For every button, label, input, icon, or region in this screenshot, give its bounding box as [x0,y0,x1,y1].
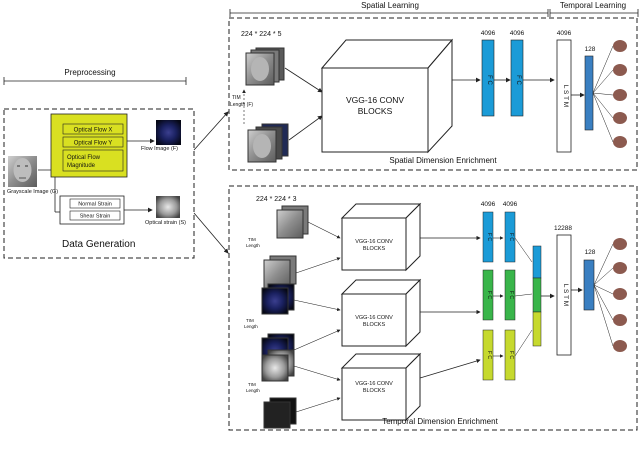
temporal-output-nodes [593,238,627,352]
optical-strain-image [156,196,180,218]
temporal-vgg-label-2b: BLOCKS [363,322,386,328]
section-headers: Spatial Learning Temporal Learning Prepr… [3,1,639,85]
temporal-output-node [613,314,627,326]
spatial-output-layer [584,55,594,131]
temporal-vgg-label-2a: VGG-16 CONV [355,315,393,321]
spatial-branch: 224 * 224 * 5 TIM Length (F) VGG-16 CONV… [228,17,638,171]
temporal-vgg-block-1: VGG-16 CONV BLOCKS [340,202,422,272]
spatial-output-node [613,89,627,101]
temporal-vgg-block-2: VGG-16 CONV BLOCKS [340,278,422,348]
temporal-tim-label-2c: Length [246,388,260,393]
temporal-branch: 224 * 224 * 3 TIM Length TIM Length TIM … [228,185,638,431]
temporal-learning-header: Temporal Learning [560,1,626,10]
temporal-vgg-label-3b: BLOCKS [363,388,386,394]
data-generation-caption: Data Generation [62,239,135,250]
temporal-fc-cyan-2 [504,211,516,263]
optical-flow-magnitude-label-1: Optical Flow [67,155,101,161]
temporal-fc2-units: 4096 [503,201,518,208]
spatial-vgg-label-1: VGG-16 CONV [346,95,404,105]
temporal-fc-green-1-label: F C [486,291,492,299]
temporal-output-node [613,340,627,352]
spatial-learning-header: Spatial Learning [361,1,419,10]
temporal-fc-cyan-1 [482,211,494,263]
temporal-tim-label-2b: Length [244,324,258,329]
temporal-fc-green-2-label: F C [508,291,514,299]
optical-flow-group: Optical Flow X Optical Flow Y Optical Fl… [50,113,128,178]
spatial-fc2-units: 4096 [510,30,525,37]
temporal-vgg-block-3: VGG-16 CONV BLOCKS [340,352,422,422]
temporal-input-dims: 224 * 224 * 3 [256,196,297,203]
grayscale-face-image [8,156,37,187]
strain-group: Normal Strain Shear Strain [59,195,125,225]
spatial-lstm-units: 4096 [557,30,572,37]
spatial-caption: Spatial Dimension Enrichment [389,156,497,165]
temporal-fc-lime-2-label: F C [508,351,514,359]
temporal-fc-green-1 [482,269,494,321]
spatial-tim-label-2: Length (F) [230,102,253,108]
normal-strain-label: Normal Strain [78,202,112,208]
spatial-vgg-label-2: BLOCKS [358,106,393,116]
temporal-fc1-units: 4096 [481,201,496,208]
temporal-fc-lime-1-label: F C [486,351,492,359]
temporal-tim-label-1a: TIM [248,237,256,242]
spatial-fc1-units: 4096 [481,30,496,37]
spatial-frame-stack-bottom [247,123,289,163]
temporal-fc-cyan-2-label: F C [508,233,514,241]
temporal-vgg-label-1b: BLOCKS [363,246,386,252]
temporal-frame-group-1 [263,205,309,289]
grayscale-image-label: Grayscale Image (G) [7,189,58,195]
temporal-output-units: 128 [585,249,596,256]
temporal-output-layer [583,259,595,311]
shear-strain-label: Shear Strain [80,214,111,220]
optical-flow-y-label: Optical Flow Y [74,141,113,147]
flow-image-label: Flow Image (F) [141,146,178,152]
temporal-frame-group-3 [261,349,297,429]
temporal-fc-cyan-1-label: F C [486,233,492,241]
spatial-fc2-layer [510,39,524,117]
temporal-lstm-units: 12288 [554,225,572,232]
spatial-vgg-block: VGG-16 CONV BLOCKS [320,38,454,154]
spatial-output-nodes [592,40,627,148]
spatial-frame-stack-top [245,47,285,86]
temporal-fc-lime-2 [504,329,516,381]
optical-strain-label: Optical strain (S) [145,220,186,226]
preprocessing-header: Preprocessing [64,68,115,77]
temporal-tim-label-1c: TIM [248,382,256,387]
spatial-output-node [613,112,627,124]
spatial-output-node [613,40,627,52]
spatial-lstm-layer [556,39,572,153]
spatial-fc1-layer [481,39,495,117]
temporal-fc-lime-1 [482,329,494,381]
temporal-output-node [613,238,627,250]
spatial-output-node [613,136,627,148]
spatial-input-dims: 224 * 224 * 5 [241,31,282,38]
temporal-vgg-label-3a: VGG-16 CONV [355,381,393,387]
temporal-output-node [613,262,627,274]
data-generation-panel: Grayscale Image (G) Optical Flow X Optic… [3,108,195,259]
flow-image [156,120,181,145]
temporal-vgg-label-1a: VGG-16 CONV [355,239,393,245]
spatial-lstm-label: L S T M [562,85,569,107]
spatial-fc1-label: F C [486,75,492,85]
temporal-caption: Temporal Dimension Enrichment [382,417,498,426]
optical-flow-magnitude-label-2: Magnitude [67,163,96,169]
temporal-concat-column [532,245,542,347]
spatial-fc2-label: F C [515,75,521,85]
spatial-tim-label-1: TIM [232,95,241,101]
spatial-output-units: 128 [585,46,596,53]
temporal-lstm-layer [556,234,572,356]
spatial-output-node [613,64,627,76]
temporal-tim-label-1b: TIM [246,318,254,323]
optical-flow-x-label: Optical Flow X [74,128,113,134]
temporal-lstm-label: L S T M [562,284,569,306]
temporal-tim-label-2a: Length [246,243,260,248]
temporal-output-node [613,288,627,300]
temporal-fc-green-2 [504,269,516,321]
